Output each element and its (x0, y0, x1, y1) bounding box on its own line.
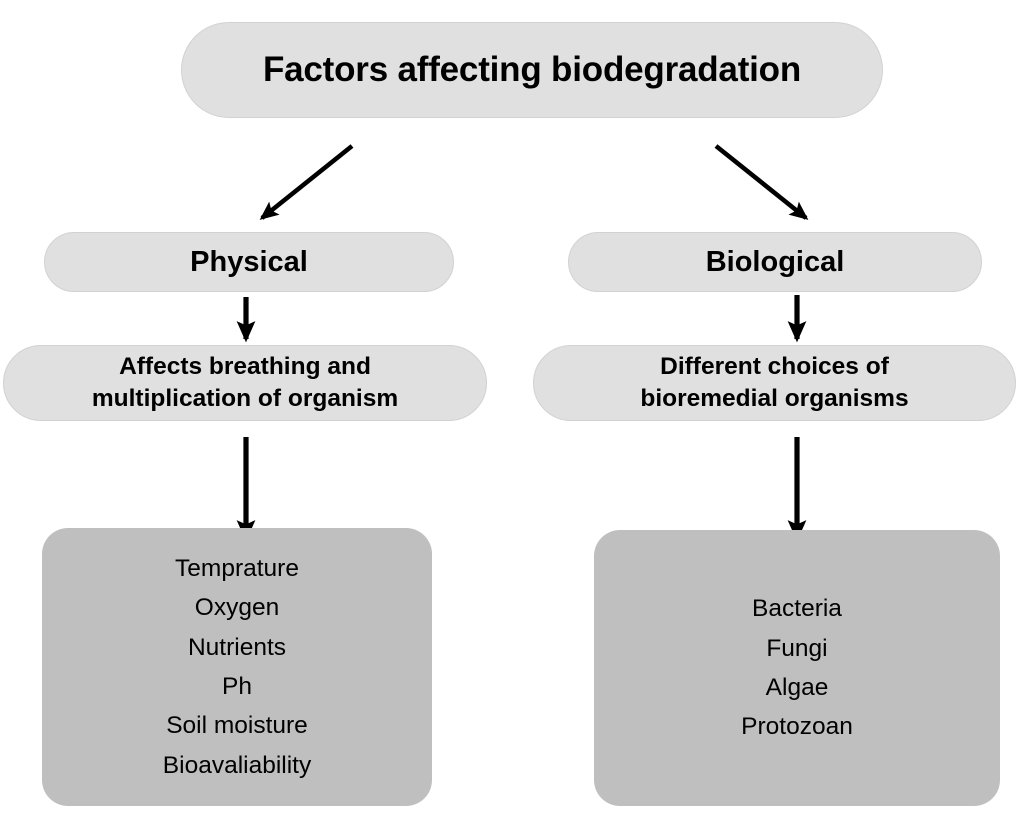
list-item: Bacteria (752, 595, 842, 623)
node-title: Factors affecting biodegradation (181, 22, 883, 118)
node-description-physical: Affects breathing and multiplication of … (3, 345, 487, 421)
node-description-physical-text: Affects breathing and multiplication of … (30, 351, 460, 416)
list-item: Oxygen (194, 594, 280, 622)
arrow-title-to-physical (259, 144, 354, 220)
list-item: Bioavaliability (162, 751, 312, 779)
list-item: Nutrients (187, 633, 287, 661)
description-line: Affects breathing and (119, 352, 371, 380)
node-list-physical-factors: Temprature Oxygen Nutrients Ph Soil mois… (42, 528, 432, 806)
node-category-physical: Physical (44, 232, 454, 292)
list-item: Protozoan (741, 713, 853, 741)
description-line: bioremedial organisms (640, 385, 909, 412)
physical-factors-list: Temprature Oxygen Nutrients Ph Soil mois… (42, 549, 432, 786)
arrow-title-to-biological (714, 144, 809, 220)
list-item: Ph (222, 673, 252, 700)
node-description-biological-text: Different choices of bioremedial organis… (560, 351, 989, 416)
node-category-biological-label: Biological (705, 245, 845, 278)
node-category-physical-label: Physical (190, 245, 308, 278)
node-title-label: Factors affecting biodegradation (262, 50, 802, 89)
description-line: multiplication of organism (91, 385, 399, 412)
node-list-biological-organisms: Bacteria Fungi Algae Protozoan (594, 530, 1000, 806)
node-category-biological: Biological (568, 232, 982, 292)
list-item: Soil moisture (166, 712, 308, 740)
description-line: Different choices of (660, 352, 889, 380)
list-item: Fungi (766, 634, 828, 662)
biological-organisms-list: Bacteria Fungi Algae Protozoan (594, 589, 1000, 747)
node-description-biological: Different choices of bioremedial organis… (533, 345, 1016, 421)
list-item: Temprature (175, 554, 299, 582)
list-item: Algae (765, 674, 829, 701)
